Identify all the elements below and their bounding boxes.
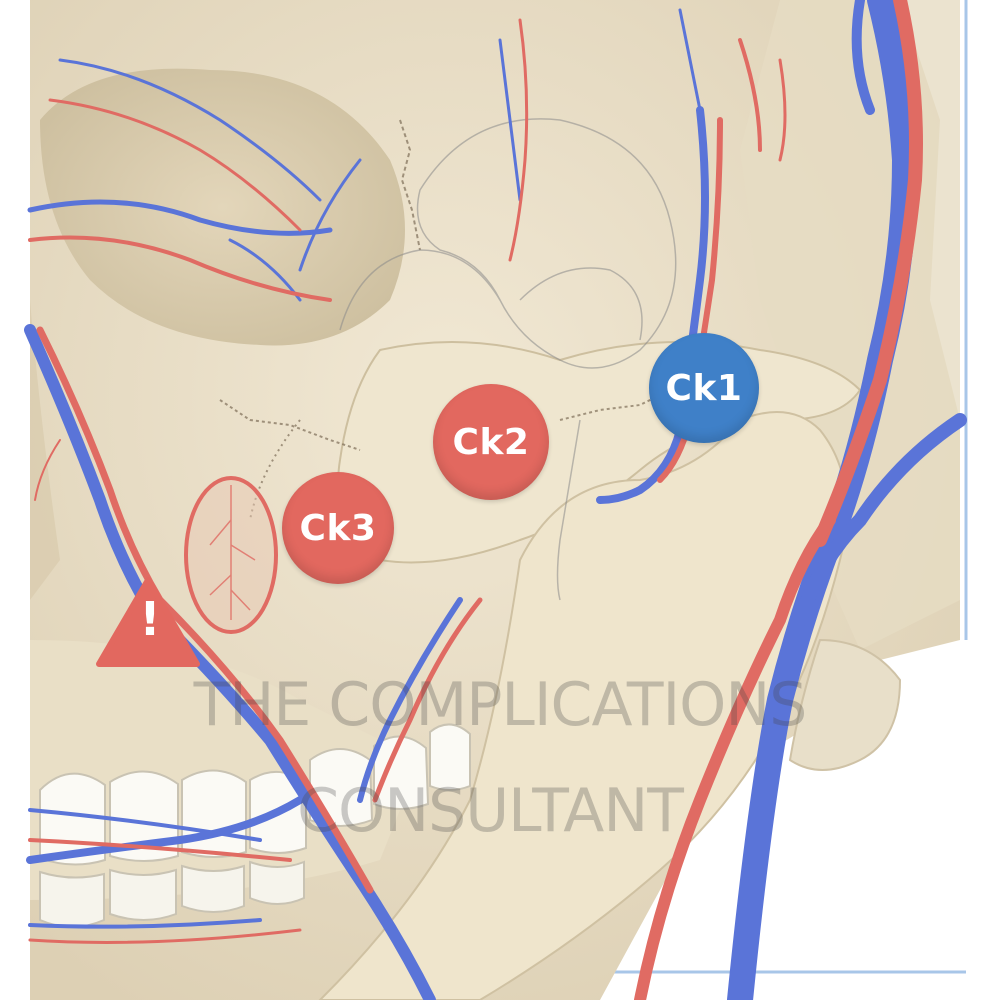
- warning-symbol: !: [139, 592, 161, 646]
- nasal-region: [30, 300, 60, 600]
- marker-ck1[interactable]: Ck1: [649, 333, 759, 443]
- gland-sketch: [339, 118, 677, 601]
- lower-teeth: [39, 860, 305, 928]
- marker-ck1-label: Ck1: [665, 367, 743, 409]
- marker-ck3-label: Ck3: [299, 507, 377, 549]
- warning-triangle-icon: [96, 577, 200, 667]
- mastoid: [788, 638, 902, 771]
- watermark-line-1: THE COMPLICATIONS: [193, 670, 808, 740]
- oval-vessels: [209, 485, 256, 620]
- marker-ck3[interactable]: Ck3: [282, 472, 394, 584]
- marker-ck2-label: Ck2: [452, 421, 530, 463]
- eye-socket: [40, 68, 405, 346]
- marker-ck2[interactable]: Ck2: [433, 384, 549, 500]
- watermark-line-2: CONSULTANT: [297, 776, 684, 846]
